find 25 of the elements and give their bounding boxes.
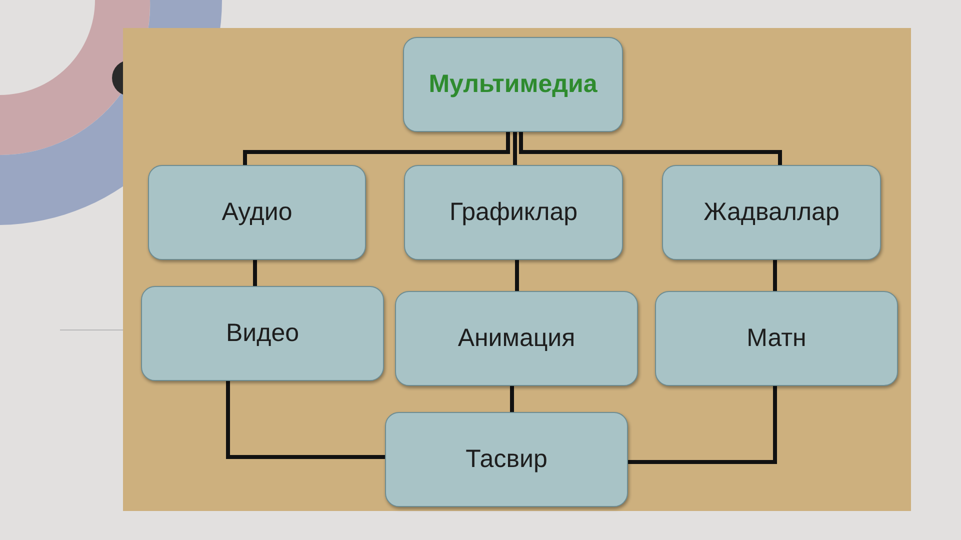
box-label: Графиклар: [449, 198, 578, 227]
connector-line: [628, 386, 777, 464]
connector-line: [515, 260, 519, 291]
category-box: [385, 412, 628, 507]
box-label: Анимация: [458, 324, 576, 353]
connector-line: [253, 260, 257, 286]
box-label: Видео: [226, 319, 300, 348]
category-box: [395, 291, 638, 386]
root-box: [403, 37, 623, 132]
category-box: [141, 286, 384, 381]
box-label: Жадваллар: [704, 198, 840, 227]
category-box: [404, 165, 623, 260]
box-label: Мультимедиа: [428, 70, 598, 99]
connector-line: [243, 132, 510, 165]
box-label: Аудио: [222, 198, 292, 227]
connector-line: [510, 386, 514, 412]
box-label: Матн: [746, 324, 806, 353]
connector-line: [513, 132, 517, 165]
category-box: [655, 291, 898, 386]
connector-line: [226, 381, 385, 459]
connector-line: [519, 132, 782, 165]
category-box: [148, 165, 366, 260]
category-box: [662, 165, 881, 260]
box-label: Тасвир: [466, 445, 548, 474]
connector-line: [773, 260, 777, 291]
